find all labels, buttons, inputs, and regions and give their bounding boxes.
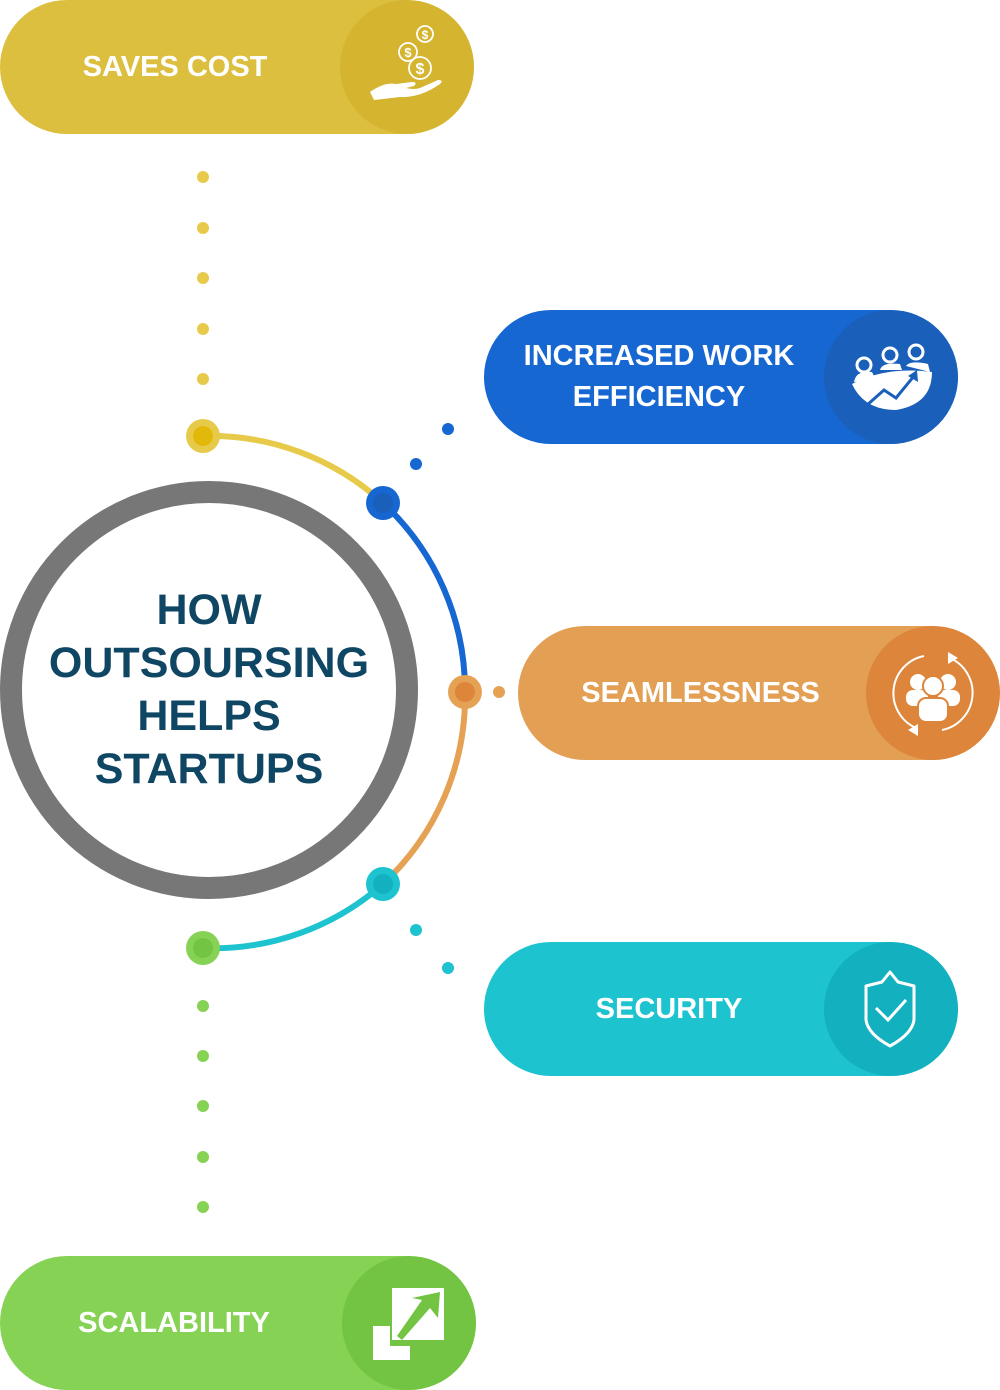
title-line: HELPS (137, 692, 281, 740)
icon-disc (866, 626, 1000, 760)
money-hand-icon: $ $ $ (370, 25, 442, 100)
dots-efficiency (410, 423, 454, 470)
benefit-label: SCALABILITY (78, 1306, 270, 1339)
benefit-label-line: INCREASED WORK (523, 340, 795, 372)
icon-disc (342, 1256, 476, 1390)
expand-arrow-icon (373, 1288, 444, 1360)
dots-saves-cost (197, 171, 209, 385)
benefit-label: INCREASED WORK EFFICIENCY (494, 310, 824, 444)
benefit-label: SEAMLESSNESS (581, 676, 820, 709)
node-saves-cost (186, 419, 220, 453)
team-cycle-icon (892, 652, 974, 736)
dots-scalability (197, 1000, 209, 1213)
benefit-security: SECURITY (484, 942, 958, 1076)
arc-segment-security (202, 881, 385, 952)
title-line: OUTSOURSING (48, 639, 370, 687)
benefit-label-line: EFFICIENCY (572, 381, 746, 413)
node-efficiency (366, 486, 400, 520)
icon-disc: $ $ $ (340, 0, 474, 134)
dots-seamlessness (493, 686, 505, 698)
arc-segment-saves-cost (202, 432, 386, 506)
svg-text:$: $ (422, 28, 429, 42)
icon-disc (824, 310, 958, 444)
center-title: HOW OUTSOURSING HELPS STARTUPS (9, 490, 409, 890)
benefit-increased-work-efficiency: INCREASED WORK EFFICIENCY (484, 310, 958, 444)
dots-security (410, 924, 454, 974)
benefit-scalability: SCALABILITY (0, 1256, 476, 1390)
node-security (366, 867, 400, 901)
benefit-label: SECURITY (595, 992, 743, 1025)
benefit-seamlessness: SEAMLESSNESS (518, 626, 1000, 760)
svg-text:$: $ (416, 61, 425, 78)
arc-segment-efficiency (380, 500, 469, 693)
title-line: STARTUPS (94, 745, 324, 793)
shield-check-icon (864, 970, 916, 1048)
icon-disc (824, 942, 958, 1076)
title-line: HOW (156, 586, 262, 634)
svg-text:$: $ (404, 45, 412, 60)
benefit-saves-cost: SAVES COST $ $ $ (0, 0, 474, 134)
benefit-label: SAVES COST (82, 50, 268, 83)
center-ring (0, 481, 418, 899)
node-seamlessness (448, 675, 482, 709)
node-scalability (186, 931, 220, 965)
team-growth-icon (852, 343, 932, 410)
arc-segment-seamlessness (380, 691, 469, 887)
